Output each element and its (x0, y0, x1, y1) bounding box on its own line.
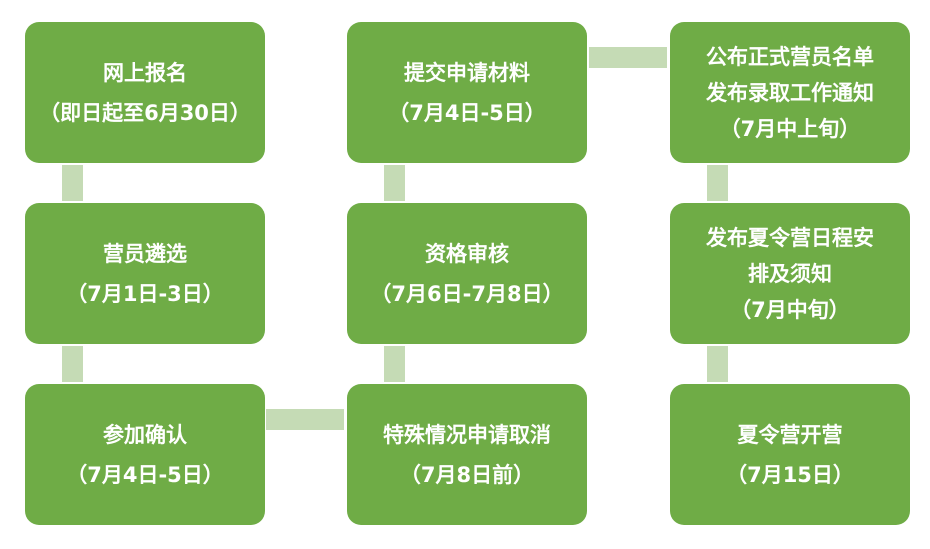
step-date: （7月15日） (726, 462, 854, 487)
step-title: 资格审核 (425, 241, 509, 266)
step-date: （7月中上旬） (719, 116, 861, 141)
step-title: 提交申请材料 (404, 60, 530, 85)
step-publish: 公布正式营员名单 发布录取工作通知 （7月中上旬） (670, 22, 910, 163)
connector (589, 47, 667, 68)
connector (384, 346, 405, 382)
step-date: （7月8日前） (399, 462, 535, 487)
connector (62, 346, 83, 382)
step-title-line2: 排及须知 (748, 261, 832, 286)
step-select: 营员遴选 （7月1日-3日） (25, 203, 265, 344)
connector (707, 165, 728, 201)
step-date: （7月4日-5日） (388, 100, 546, 125)
connector (62, 165, 83, 201)
step-title-line1: 发布夏令营日程安 (706, 225, 874, 250)
step-cancel: 特殊情况申请取消 （7月8日前） (347, 384, 587, 525)
connector (266, 409, 344, 430)
step-schedule: 发布夏令营日程安 排及须知 （7月中旬） (670, 203, 910, 344)
step-confirm: 参加确认 （7月4日-5日） (25, 384, 265, 525)
connector (707, 346, 728, 382)
step-date: （即日起至6月30日） (39, 100, 251, 125)
step-date: （7月6日-7月8日） (370, 281, 564, 306)
step-title-line1: 公布正式营员名单 (706, 44, 874, 69)
step-title: 网上报名 (103, 60, 187, 85)
step-title-line2: 发布录取工作通知 (706, 80, 874, 105)
step-title: 营员遴选 (103, 241, 187, 266)
connector (384, 165, 405, 201)
step-date: （7月1日-3日） (66, 281, 224, 306)
step-signup: 网上报名 （即日起至6月30日） (25, 22, 265, 163)
step-review: 资格审核 （7月6日-7月8日） (347, 203, 587, 344)
step-submit: 提交申请材料 （7月4日-5日） (347, 22, 587, 163)
step-opening: 夏令营开营 （7月15日） (670, 384, 910, 525)
step-title: 夏令营开营 (737, 422, 843, 447)
step-date: （7月中旬） (730, 297, 850, 322)
step-date: （7月4日-5日） (66, 462, 224, 487)
step-title: 参加确认 (103, 422, 187, 447)
step-title: 特殊情况申请取消 (383, 422, 551, 447)
